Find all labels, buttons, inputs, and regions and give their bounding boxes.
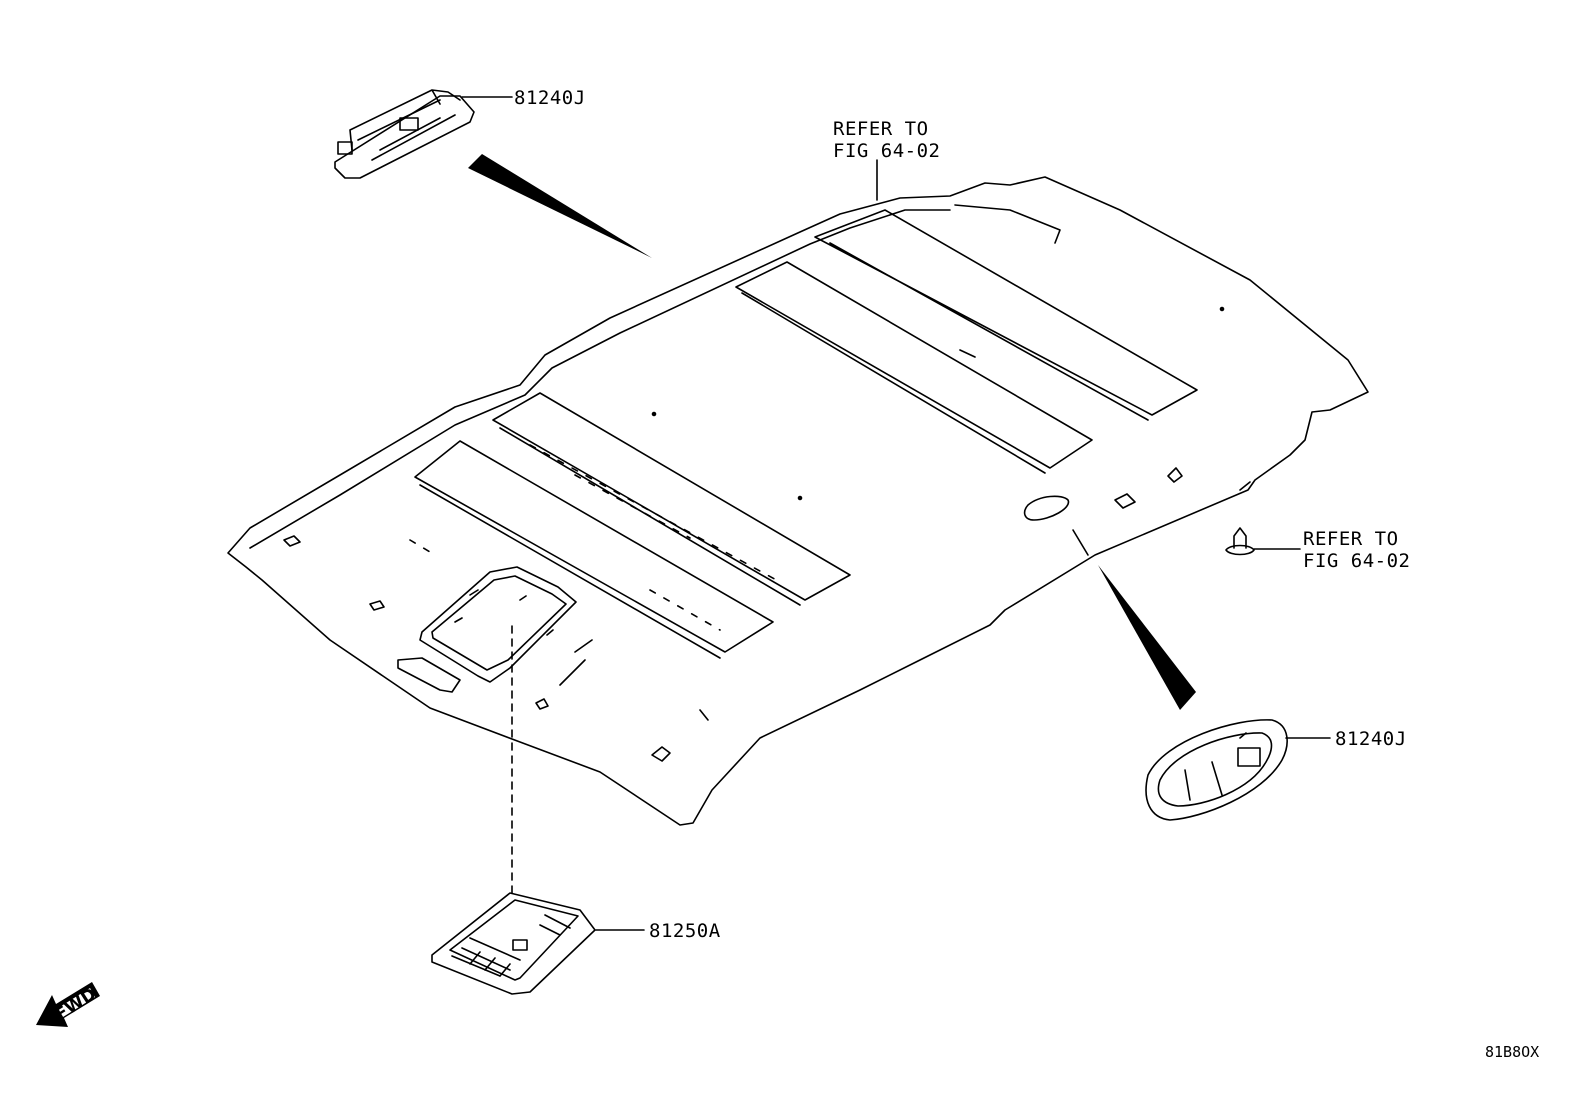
roof-strip-4	[814, 209, 1198, 421]
ref-clip-line-1: REFER TO	[1303, 528, 1399, 550]
forward-label: FWD	[52, 984, 100, 1025]
headliner-rear-edge	[954, 204, 1061, 244]
headliner-panel	[227, 176, 1369, 826]
figure-id: 81B8OX	[1485, 1043, 1540, 1061]
forward-arrow-icon: FWD	[36, 982, 100, 1027]
lamp-lower-arrow	[1098, 565, 1196, 710]
ref-roof-line-2: FIG 64-02	[833, 140, 941, 162]
console-opening	[419, 566, 577, 683]
room-lamp-upper-left	[334, 89, 475, 179]
lamp-upper-arrow	[468, 154, 652, 258]
roof-strip-2	[492, 392, 851, 606]
clip-fastener	[1225, 527, 1255, 556]
room-lamp-lower-right	[1145, 719, 1288, 821]
overhead-console	[431, 892, 596, 995]
roof-strip-3	[735, 261, 1093, 474]
part-label-lamp-lower: 81240J	[1335, 728, 1407, 750]
part-label-lamp-upper: 81240J	[514, 87, 586, 109]
part-label-console: 81250A	[649, 920, 721, 942]
map-lamp-pocket	[397, 657, 461, 693]
headliner-outline	[227, 176, 1369, 826]
headliner-left-edge	[249, 209, 951, 549]
ref-roof-line-1: REFER TO	[833, 118, 929, 140]
roof-strip-1	[414, 440, 774, 659]
rear-lamp-dash	[1072, 529, 1089, 556]
ref-clip-line-2: FIG 64-02	[1303, 550, 1411, 572]
rear-lamp-cutout	[1023, 495, 1070, 521]
